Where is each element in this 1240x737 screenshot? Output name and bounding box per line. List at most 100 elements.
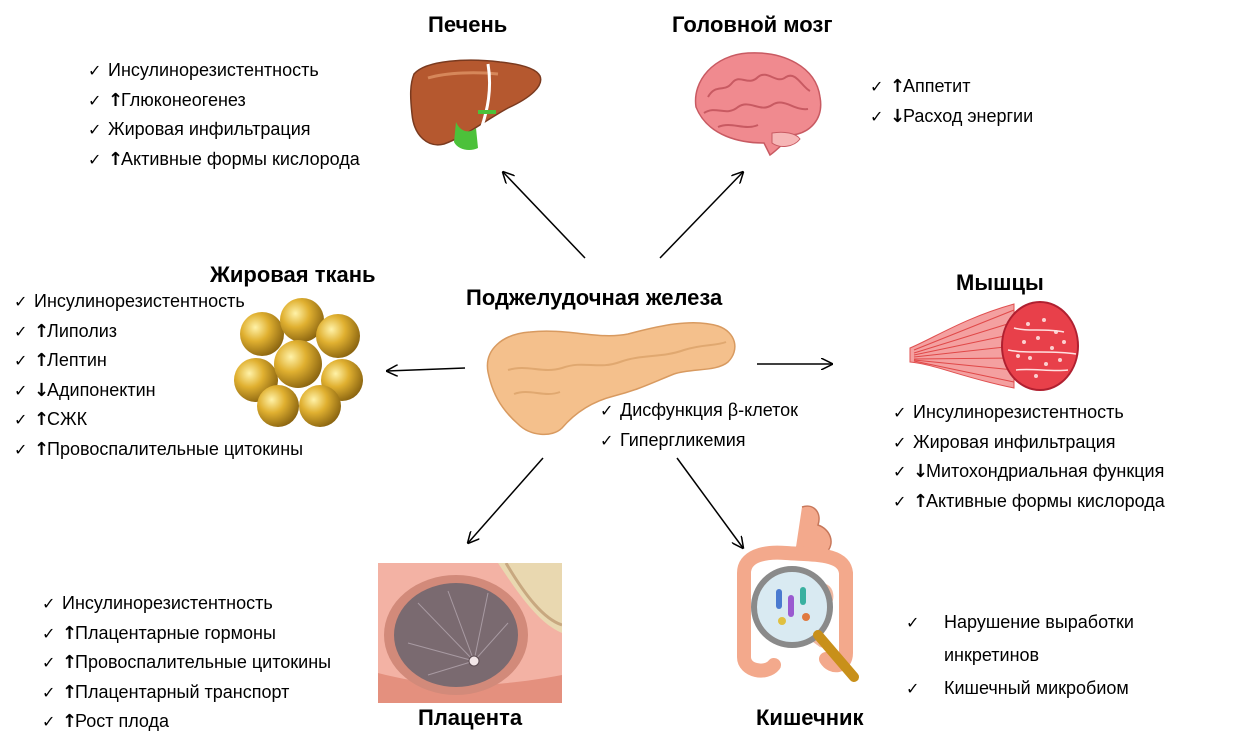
checkmark-icon: ✓ (88, 56, 108, 86)
arrow-up-icon: ↑ (34, 317, 47, 347)
effect-item: ✓Нарушение выработки (906, 606, 1134, 639)
effect-item: ✓↓Митохондриальная функция (893, 457, 1165, 487)
effect-text: Плацентарные гормоны (75, 623, 276, 643)
effect-item: ✓↑Глюконеогенез (88, 86, 360, 116)
liver-illustration (408, 52, 548, 157)
effect-item: ✓Кишечный микробиом (906, 672, 1134, 705)
brain-title: Головной мозг (672, 12, 833, 38)
effect-item: ✓Гипергликемия (600, 426, 798, 456)
liver-effects-list: ✓Инсулинорезистентность✓↑Глюконеогенез✓Ж… (88, 56, 360, 174)
effect-item: ✓↑Провоспалительные цитокины (14, 435, 303, 465)
effect-text: Нарушение выработки (944, 612, 1134, 632)
pancreas-effects-list: ✓Дисфункция β-клеток✓Гипергликемия (600, 396, 798, 455)
arrow-up-icon: ↑ (34, 405, 47, 435)
effect-item: ✓Инсулинорезистентность (893, 398, 1165, 428)
placenta-title: Плацента (418, 705, 522, 731)
effect-text: Липолиз (47, 321, 117, 341)
effect-text: Митохондриальная функция (926, 461, 1164, 481)
brain-illustration (688, 47, 828, 162)
checkmark-icon: ✓ (870, 72, 890, 102)
checkmark-icon: ✓ (88, 115, 108, 145)
adipose-title: Жировая ткань (210, 262, 376, 288)
arrow-down-icon: ↓ (913, 457, 926, 487)
checkmark-icon: ✓ (893, 398, 913, 428)
liver-title: Печень (428, 12, 507, 38)
effect-item: ✓↓Расход энергии (870, 102, 1033, 132)
checkmark-icon: ✓ (88, 145, 108, 175)
effect-item: инкретинов (906, 639, 1134, 672)
pancreas-title: Поджелудочная железа (466, 285, 722, 311)
effect-item: ✓Инсулинорезистентность (42, 589, 331, 619)
effect-text: Плацентарный транспорт (75, 682, 289, 702)
effect-text: Адипонектин (47, 380, 156, 400)
checkmark-icon: ✓ (14, 435, 34, 465)
effect-item: ✓↑Плацентарный транспорт (42, 678, 331, 708)
effect-text: Инсулинорезистентность (34, 291, 245, 311)
checkmark-icon: ✓ (870, 102, 890, 132)
checkmark-icon: ✓ (600, 396, 620, 426)
checkmark-icon: ✓ (42, 648, 62, 678)
placenta-illustration (378, 563, 562, 703)
arrow-to-brain (660, 172, 743, 258)
effect-item: ✓↑Провоспалительные цитокины (42, 648, 331, 678)
effect-text: Лептин (47, 350, 107, 370)
checkmark-icon: ✓ (42, 707, 62, 737)
placenta-effects-list: ✓Инсулинорезистентность✓↑Плацентарные го… (42, 589, 331, 737)
checkmark-icon: ✓ (14, 287, 34, 317)
checkmark-icon: ✓ (893, 487, 913, 517)
effect-item: ✓Жировая инфильтрация (893, 428, 1165, 458)
effect-item: ✓Дисфункция β-клеток (600, 396, 798, 426)
brain-effects-list: ✓↑Аппетит✓↓Расход энергии (870, 72, 1033, 131)
effect-text: Инсулинорезистентность (108, 60, 319, 80)
arrow-up-icon: ↑ (890, 72, 903, 102)
effect-text: Гипергликемия (620, 430, 746, 450)
checkmark-icon: ✓ (88, 86, 108, 116)
effect-text: Инсулинорезистентность (913, 402, 1124, 422)
arrow-to-placenta (468, 458, 543, 543)
muscle-effects-list: ✓Инсулинорезистентность✓Жировая инфильтр… (893, 398, 1165, 516)
effect-text: Дисфункция β-клеток (620, 400, 798, 420)
effect-text: Жировая инфильтрация (913, 432, 1116, 452)
checkmark-icon: ✓ (600, 426, 620, 456)
effect-text: Аппетит (903, 76, 970, 96)
checkmark-icon: ✓ (42, 589, 62, 619)
arrow-up-icon: ↑ (108, 86, 121, 116)
effect-text: Провоспалительные цитокины (75, 652, 331, 672)
effect-text: Расход энергии (903, 106, 1033, 126)
intestine-title: Кишечник (756, 705, 864, 731)
arrow-to-liver (503, 172, 585, 258)
arrow-to-adipose (387, 368, 465, 371)
arrow-up-icon: ↑ (108, 145, 121, 175)
arrow-down-icon: ↓ (890, 102, 903, 132)
muscle-title: Мышцы (956, 270, 1044, 296)
checkmark-icon: ✓ (42, 678, 62, 708)
arrow-down-icon: ↓ (34, 376, 47, 406)
effect-text: Активные формы кислорода (926, 491, 1165, 511)
effect-text: Кишечный микробиом (944, 678, 1129, 698)
checkmark-icon: ✓ (14, 317, 34, 347)
effect-text: Жировая инфильтрация (108, 119, 311, 139)
effect-item: ✓↑Рост плода (42, 707, 331, 737)
arrow-up-icon: ↑ (62, 678, 75, 708)
arrow-up-icon: ↑ (62, 707, 75, 737)
effect-item: ✓↑Активные формы кислорода (88, 145, 360, 175)
effect-item: ✓↑Плацентарные гормоны (42, 619, 331, 649)
effect-item: ✓↑Аппетит (870, 72, 1033, 102)
arrow-up-icon: ↑ (913, 487, 926, 517)
checkmark-icon: ✓ (42, 619, 62, 649)
effect-text: Инсулинорезистентность (62, 593, 273, 613)
checkmark-icon: ✓ (14, 405, 34, 435)
effect-item: ✓↑Активные формы кислорода (893, 487, 1165, 517)
muscle-illustration (904, 298, 1084, 393)
arrow-up-icon: ↑ (62, 619, 75, 649)
arrow-up-icon: ↑ (34, 435, 47, 465)
checkmark-icon: ✓ (14, 376, 34, 406)
adipose-tissue-illustration (232, 290, 367, 430)
checkmark-icon: ✓ (893, 457, 913, 487)
effect-text: Рост плода (75, 711, 169, 731)
effect-text: Активные формы кислорода (121, 149, 360, 169)
effect-text: СЖК (47, 409, 87, 429)
effect-item: ✓Инсулинорезистентность (88, 56, 360, 86)
effect-item: ✓Жировая инфильтрация (88, 115, 360, 145)
